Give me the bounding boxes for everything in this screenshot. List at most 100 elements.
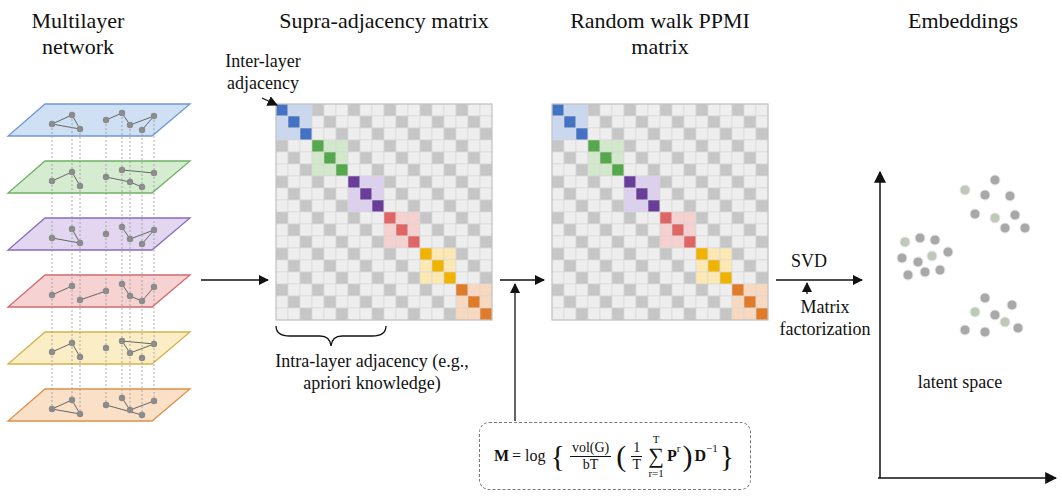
matrix-cell <box>276 128 288 140</box>
matrix-cell <box>420 308 432 320</box>
matrix-cell <box>372 260 384 272</box>
matrix-cell <box>360 164 372 176</box>
matrix-cell <box>684 296 696 308</box>
matrix-grid <box>552 104 768 320</box>
matrix-cell <box>648 248 660 260</box>
matrix-cell <box>564 188 576 200</box>
matrix-cell <box>720 272 732 284</box>
matrix-cell <box>600 128 612 140</box>
matrix-cell <box>372 152 384 164</box>
matrix-cell <box>444 224 456 236</box>
matrix-cell <box>600 308 612 320</box>
matrix-cell <box>552 164 564 176</box>
matrix-cell <box>480 260 492 272</box>
matrix-cell <box>708 188 720 200</box>
embedding-point <box>1000 223 1010 233</box>
matrix-cell <box>480 224 492 236</box>
matrix-cell <box>672 200 684 212</box>
matrix-cell <box>732 188 744 200</box>
matrix-cell <box>672 212 684 224</box>
formula-box: M= log{vol(G)bT(1TT∑r=1Pr)D−1} <box>479 422 751 490</box>
matrix-cell <box>588 236 600 248</box>
matrix-cell <box>336 236 348 248</box>
matrix-cell <box>396 176 408 188</box>
matrix-cell <box>456 128 468 140</box>
embedding-point <box>903 270 913 280</box>
matrix-cell <box>732 272 744 284</box>
inter-edge <box>122 227 123 284</box>
matrix-cell <box>276 152 288 164</box>
matrix-cell <box>408 224 420 236</box>
bracket: { <box>551 441 565 471</box>
matrix-cell <box>456 248 468 260</box>
matrix-cell <box>648 200 660 212</box>
matrix-cell <box>336 104 348 116</box>
stage-panel: Embeddings <box>870 8 1056 480</box>
embedding-point <box>1010 210 1020 220</box>
embedding-point <box>930 235 940 245</box>
matrix-cell <box>744 176 756 188</box>
matrix-cell <box>468 260 480 272</box>
matrix-cell <box>588 284 600 296</box>
matrix-cell <box>696 224 708 236</box>
matrix-cell <box>468 188 480 200</box>
matrix-cell <box>288 284 300 296</box>
matrix-cell <box>384 164 396 176</box>
matrix-cell <box>276 260 288 272</box>
matrix-cell <box>756 152 768 164</box>
matrix-cell <box>552 116 564 128</box>
matrix-cell <box>720 224 732 236</box>
matrix-cell <box>468 248 480 260</box>
matrix-cell <box>636 128 648 140</box>
matrix-cell <box>420 224 432 236</box>
embedding-point <box>990 175 1000 185</box>
embedding-point <box>980 190 990 200</box>
matrix-cell <box>456 104 468 116</box>
matrix-cell <box>360 188 372 200</box>
intra-edge <box>80 291 106 300</box>
inter-edge <box>52 295 53 352</box>
matrix-symbol: P <box>667 447 677 465</box>
matrix-cell <box>588 152 600 164</box>
matrix-cell <box>432 248 444 260</box>
matrix-cell <box>468 296 480 308</box>
matrix-cell <box>636 260 648 272</box>
matrix-cell <box>468 128 480 140</box>
matrix-cell <box>324 212 336 224</box>
matrix-cell <box>432 140 444 152</box>
matrix-cell <box>552 188 564 200</box>
matrix-cell <box>732 140 744 152</box>
network-layer <box>8 275 190 307</box>
inter-edge <box>122 284 123 341</box>
network-layer <box>8 104 190 136</box>
matrix-cell <box>276 176 288 188</box>
matrix-cell <box>696 176 708 188</box>
matrix-cell <box>432 224 444 236</box>
matrix-cell <box>336 140 348 152</box>
matrix-cell <box>420 188 432 200</box>
inter-edge <box>72 286 73 343</box>
matrix-cell <box>384 212 396 224</box>
inter-edge <box>142 130 143 187</box>
inter-edge <box>154 173 155 230</box>
matrix-cell <box>720 236 732 248</box>
matrix-cell <box>708 284 720 296</box>
matrix-cell <box>696 104 708 116</box>
matrix-cell <box>480 188 492 200</box>
matrix-cell <box>636 236 648 248</box>
matrix-cell <box>576 260 588 272</box>
matrix-cell <box>552 272 564 284</box>
matrix-cell <box>564 128 576 140</box>
matrix-cell <box>600 152 612 164</box>
matrix-cell <box>348 260 360 272</box>
matrix-cell <box>684 128 696 140</box>
matrix-cell <box>312 224 324 236</box>
matrix-cell <box>432 128 444 140</box>
matrix-cell <box>444 188 456 200</box>
matrix-cell <box>336 224 348 236</box>
matrix-cell <box>336 116 348 128</box>
matrix-cell <box>600 296 612 308</box>
matrix-cell <box>636 176 648 188</box>
matrix-cell <box>372 284 384 296</box>
matrix-cell <box>396 296 408 308</box>
